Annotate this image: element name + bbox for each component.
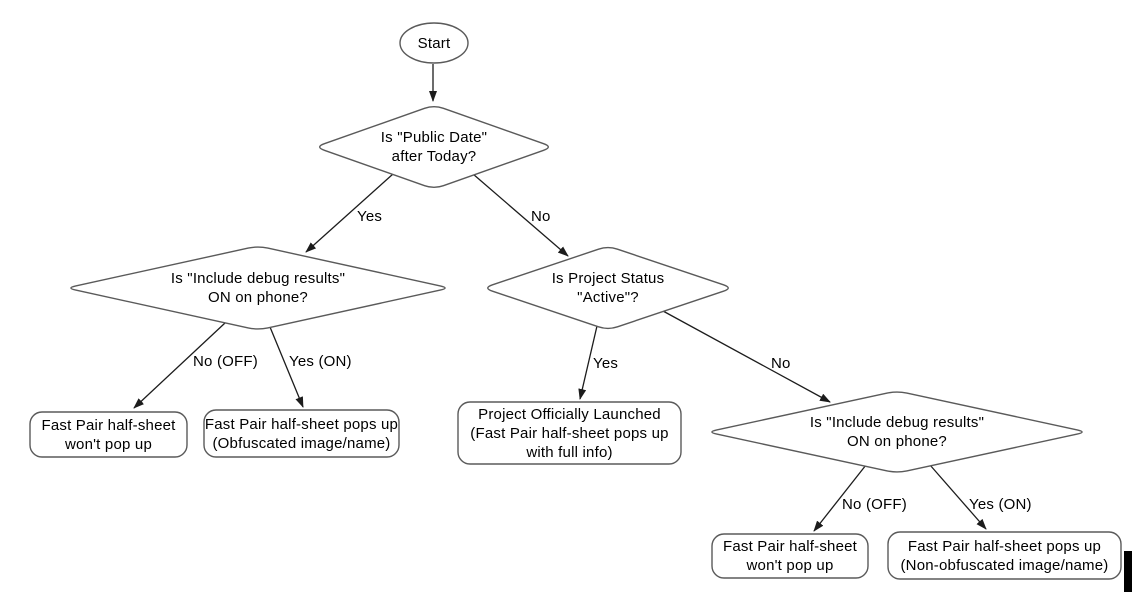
decision-debug-right-shape xyxy=(711,391,1083,473)
edge-label-debug-right-yes: Yes (ON) xyxy=(969,496,1032,513)
decision-project-status-shape xyxy=(487,246,729,330)
result-launched-label: Project Officially Launched (Fast Pair h… xyxy=(470,405,669,461)
result-no-popup-right-shape xyxy=(711,533,869,579)
edge-public-date-yes xyxy=(305,173,394,253)
edge-public-date-no xyxy=(472,173,569,257)
edge-label-debug-left-yes: Yes (ON) xyxy=(289,353,352,370)
edge-label-project-status-no: No xyxy=(771,355,791,372)
decision-public-date-label: Is "Public Date" after Today? xyxy=(380,129,488,165)
decision-project-status-label: Is Project Status "Active"? xyxy=(551,270,665,306)
edge-project-status-yes xyxy=(578,325,598,400)
decision-public-date-shape xyxy=(319,105,549,189)
result-non-obfuscated-label: Fast Pair half-sheet pops up (Non-obfusc… xyxy=(900,537,1109,574)
result-no-popup-left-shape xyxy=(29,411,188,458)
edge-label-debug-left-no: No (OFF) xyxy=(193,353,258,370)
result-no-popup-left-label: Fast Pair half-sheet won't pop up xyxy=(41,416,176,453)
decision-debug-left-shape xyxy=(70,246,446,330)
result-no-popup-right-label: Fast Pair half-sheet won't pop up xyxy=(722,538,858,574)
edge-debug-left-yes xyxy=(269,326,304,408)
result-obfuscated-shape xyxy=(203,409,400,458)
result-non-obfuscated-shape xyxy=(887,531,1122,580)
edge-label-public-date-yes: Yes xyxy=(357,208,383,225)
edge-debug-left-no xyxy=(133,322,226,409)
result-launched-shape xyxy=(457,401,682,465)
edge-debug-right-yes xyxy=(929,464,987,530)
edge-project-status-no xyxy=(662,310,831,403)
result-obfuscated-label: Fast Pair half-sheet pops up (Obfuscated… xyxy=(204,415,399,452)
edge-label-public-date-no: No xyxy=(531,208,551,225)
decision-debug-right-label: Is "Include debug results" ON on phone? xyxy=(809,414,985,450)
start-node-label: Start xyxy=(417,34,451,52)
edge-label-project-status-yes: Yes xyxy=(593,355,619,372)
text-cursor-artifact xyxy=(1124,551,1132,592)
decision-debug-left-label: Is "Include debug results" ON on phone? xyxy=(170,270,346,306)
start-terminator-shape xyxy=(399,22,469,64)
edge-debug-right-no xyxy=(813,464,867,532)
edge-label-debug-right-no: No (OFF) xyxy=(842,496,907,513)
